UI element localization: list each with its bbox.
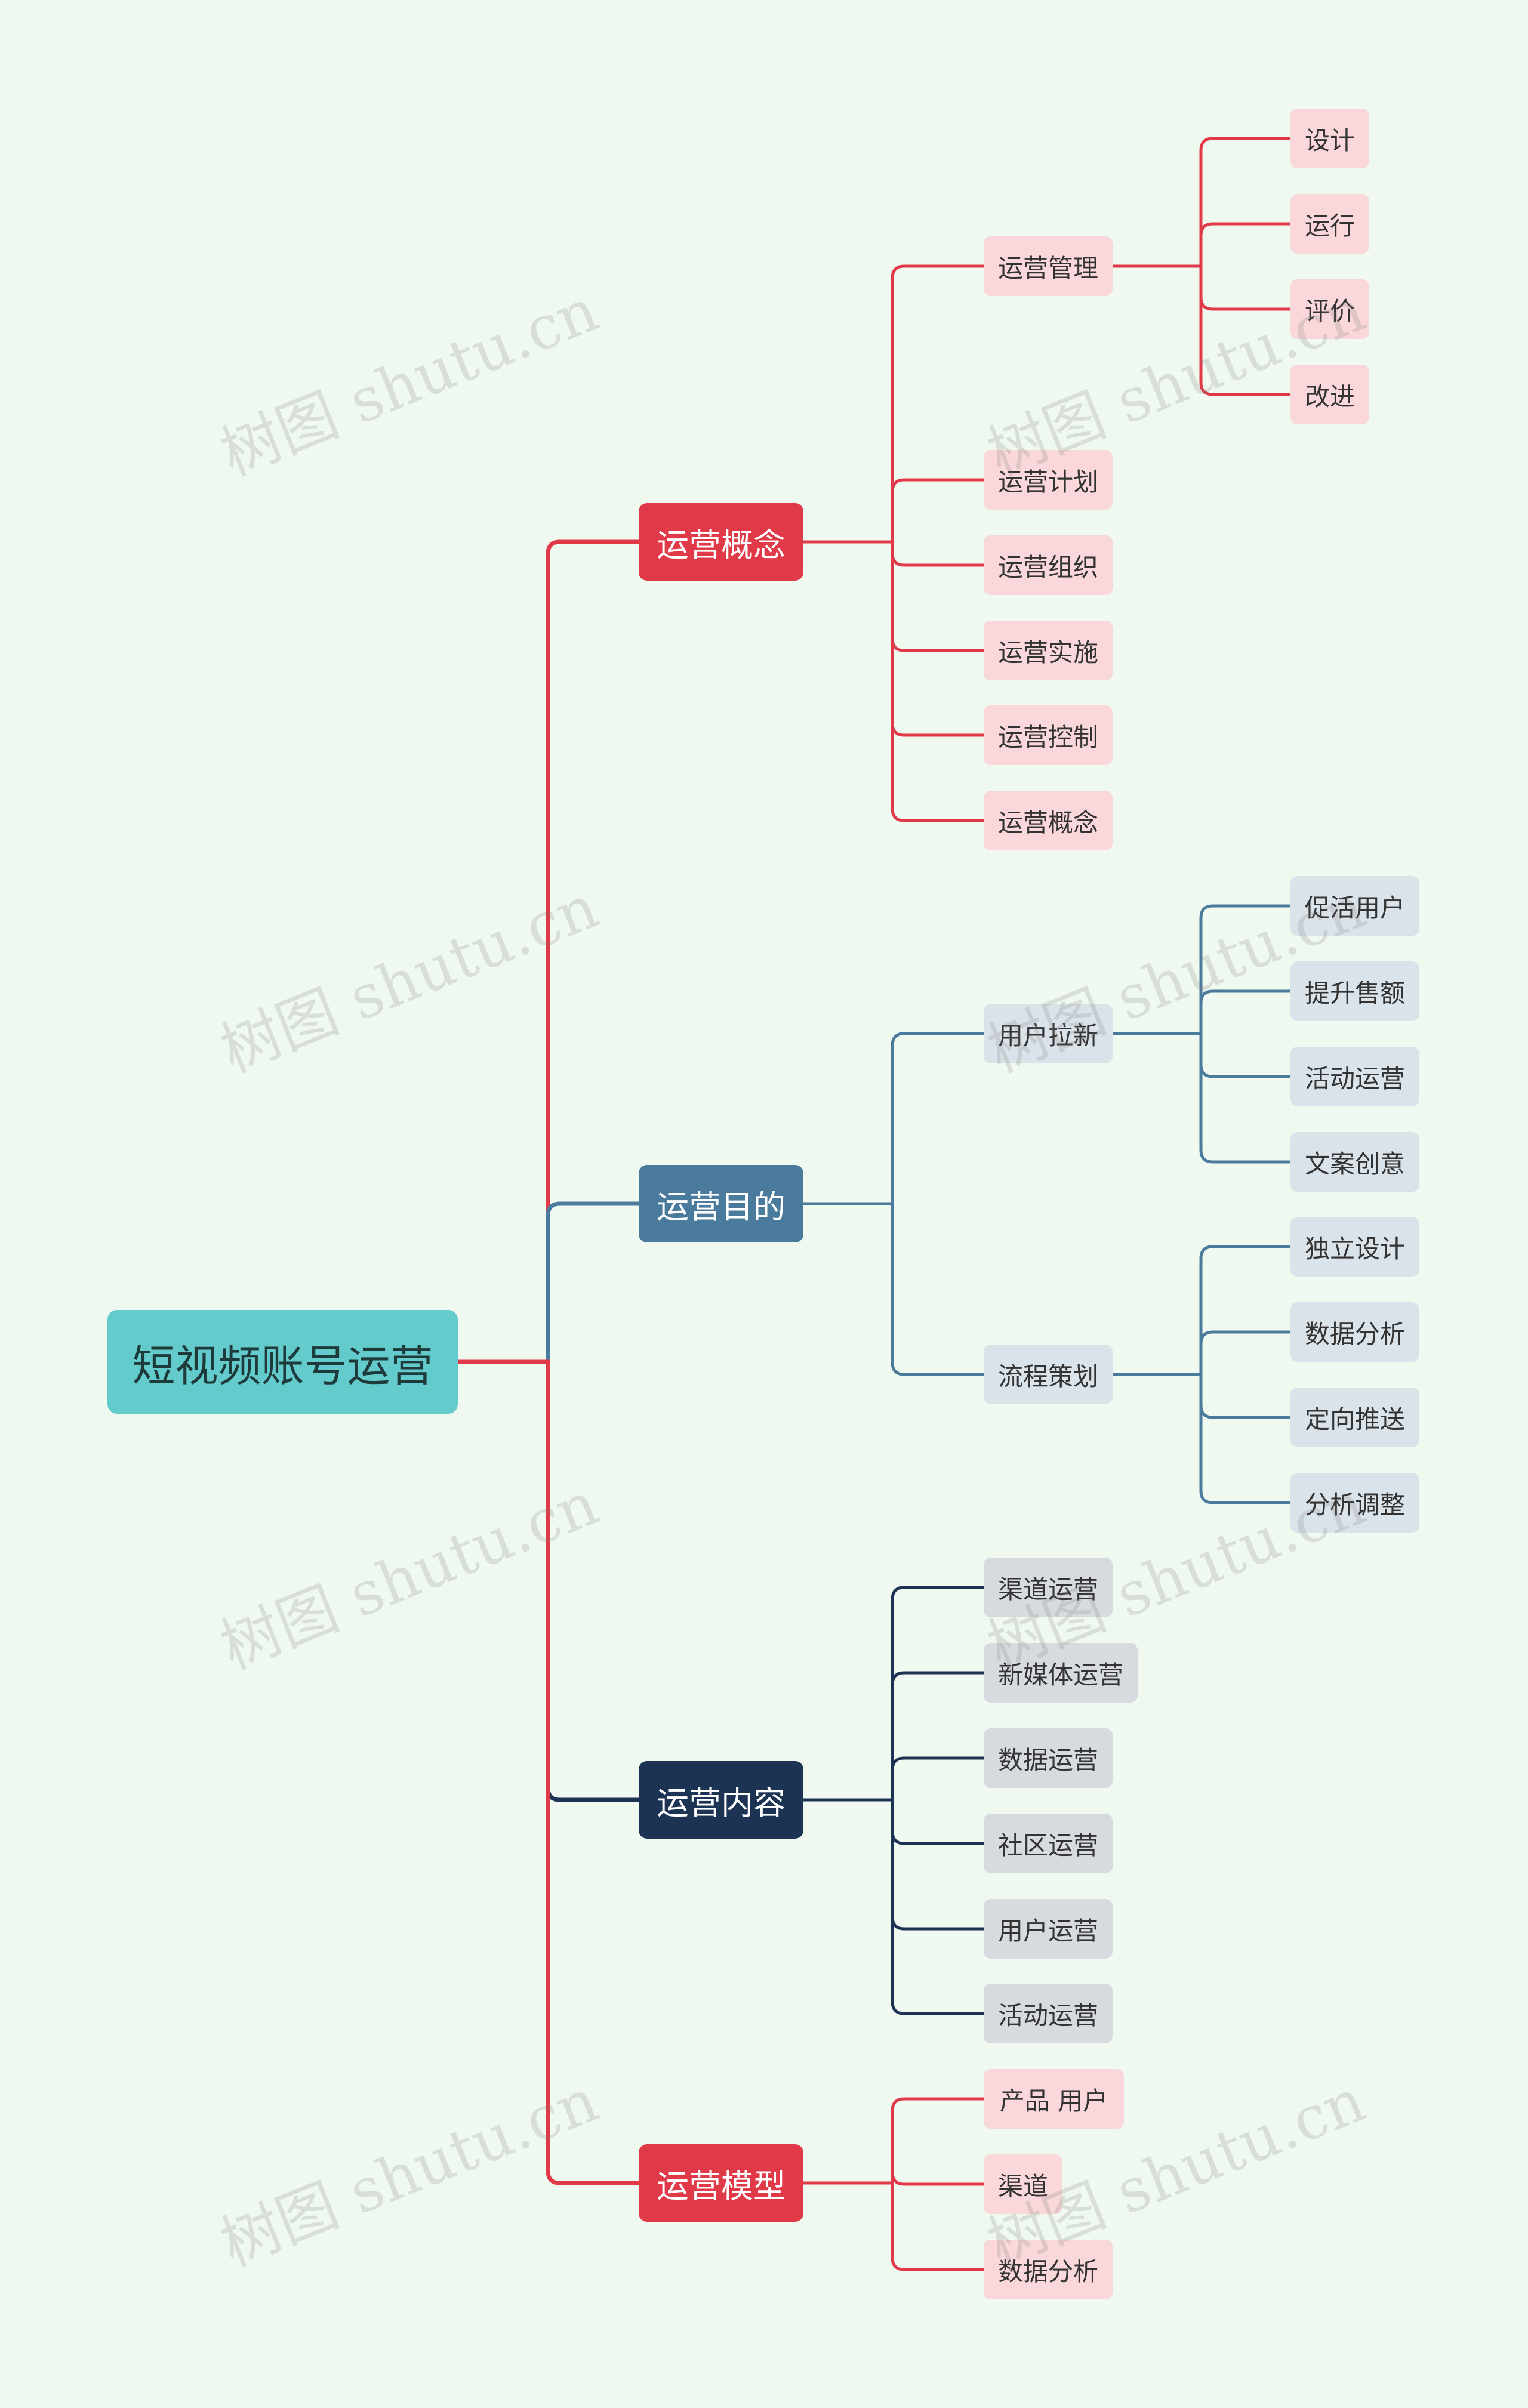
topic-node[interactable]: 用户拉新 [984, 1004, 1113, 1063]
subtopic-node[interactable]: 评价 [1290, 279, 1369, 339]
topic-node[interactable]: 用户运营 [984, 1899, 1113, 1959]
topic-node[interactable]: 运营控制 [984, 705, 1113, 765]
topic-node[interactable]: 渠道 [984, 2154, 1062, 2214]
connector-line [802, 1756, 985, 1802]
topic-node[interactable]: 运营实施 [984, 621, 1113, 680]
subtopic-node[interactable]: 设计 [1290, 109, 1369, 168]
connector-line [1111, 222, 1292, 268]
topic-node[interactable]: 运营管理 [984, 236, 1113, 296]
connector-line [1111, 1330, 1292, 1376]
topic-node[interactable]: 运营概念 [984, 791, 1113, 850]
subtopic-node[interactable]: 活动运营 [1290, 1047, 1419, 1106]
connector-line [802, 1798, 985, 2015]
branch-node[interactable]: 运营概念 [639, 503, 803, 581]
connector-line [802, 264, 985, 544]
connector-line [1111, 1245, 1292, 1376]
topic-node[interactable]: 活动运营 [984, 1984, 1113, 2043]
connector-line [802, 1202, 985, 1376]
topic-node[interactable]: 流程策划 [984, 1345, 1113, 1404]
subtopic-node[interactable]: 独立设计 [1290, 1217, 1419, 1277]
subtopic-node[interactable]: 运行 [1290, 194, 1369, 254]
connector-line [802, 1586, 985, 1802]
connector-line [802, 1671, 985, 1802]
topic-node[interactable]: 数据分析 [984, 2240, 1113, 2299]
topic-node[interactable]: 新媒体运营 [984, 1643, 1138, 1703]
topic-node[interactable]: 运营组织 [984, 535, 1113, 595]
connector-line [1111, 904, 1292, 1035]
subtopic-node[interactable]: 定向推送 [1290, 1388, 1419, 1447]
connector-line [802, 2097, 985, 2185]
connector-line [1111, 1373, 1292, 1504]
subtopic-node[interactable]: 分析调整 [1290, 1473, 1419, 1533]
branch-node[interactable]: 运营内容 [639, 1761, 803, 1839]
connector-line [802, 2172, 985, 2186]
subtopic-node[interactable]: 改进 [1290, 365, 1369, 424]
subtopic-node[interactable]: 提升售额 [1290, 961, 1419, 1021]
subtopic-node[interactable]: 促活用户 [1290, 876, 1419, 936]
connector-line [455, 1201, 641, 1364]
topic-node[interactable]: 产品 用户 [984, 2069, 1124, 2129]
root-node[interactable]: 短视频账号运营 [107, 1310, 458, 1414]
connector-line [802, 1032, 985, 1205]
connector-line [1111, 264, 1292, 396]
connector-line [455, 539, 641, 1364]
topic-node[interactable]: 社区运营 [984, 1814, 1113, 1873]
branch-node[interactable]: 运营目的 [639, 1165, 803, 1242]
connector-line [1111, 1032, 1292, 1164]
branch-node[interactable]: 运营模型 [639, 2144, 803, 2222]
connector-line [802, 540, 985, 822]
topic-node[interactable]: 渠道运营 [984, 1558, 1113, 1617]
connector-line [802, 478, 985, 544]
connector-line [802, 2181, 985, 2271]
connector-line [455, 1359, 641, 2185]
subtopic-node[interactable]: 文案创意 [1290, 1132, 1419, 1192]
subtopic-node[interactable]: 数据分析 [1290, 1302, 1419, 1362]
topic-node[interactable]: 数据运营 [984, 1728, 1113, 1788]
topic-node[interactable]: 运营计划 [984, 450, 1113, 510]
connector-line [1111, 137, 1292, 268]
connector-line [1111, 989, 1292, 1035]
